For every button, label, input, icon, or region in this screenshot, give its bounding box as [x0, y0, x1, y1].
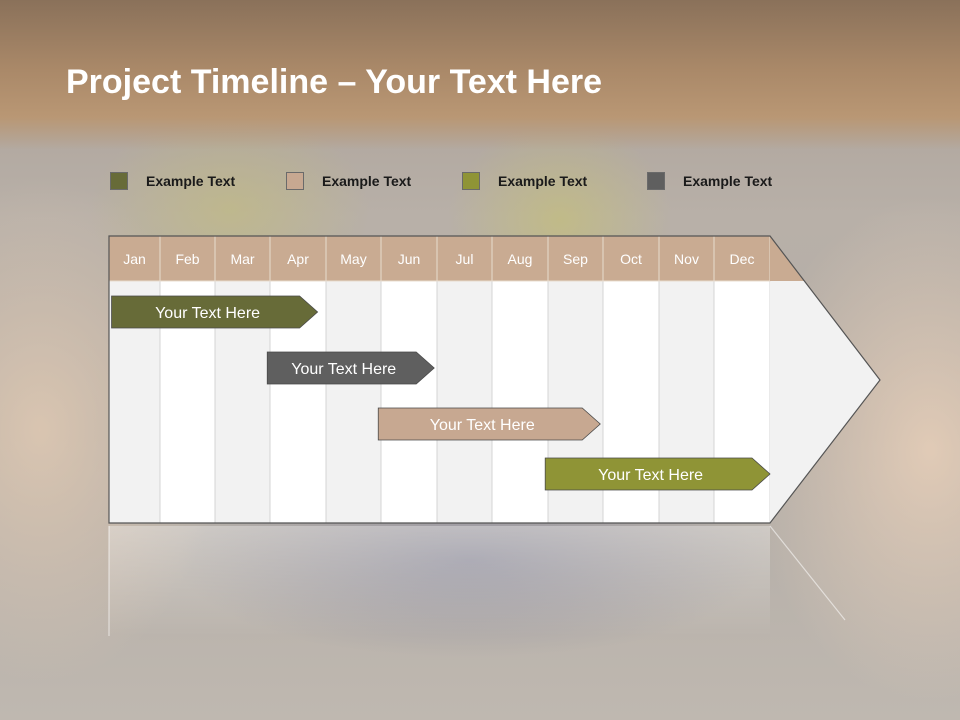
month-header-cell	[602, 235, 660, 282]
title-rest: – Your Text Here	[328, 63, 603, 101]
month-label: Mar	[230, 251, 254, 267]
month-header-cell	[713, 235, 771, 282]
month-label: Jan	[123, 251, 146, 267]
legend-item-1: Example Text	[110, 170, 235, 192]
task-bar: Your Text Here	[544, 457, 771, 491]
month-label: Nov	[674, 251, 699, 267]
month-label: Oct	[620, 251, 642, 267]
task-arrow	[266, 351, 435, 385]
month-label: Dec	[730, 251, 755, 267]
month-column	[380, 280, 438, 524]
title-bold: Project Timeline	[66, 63, 329, 101]
reflection-fill	[109, 526, 770, 636]
legend-swatch	[647, 172, 665, 190]
legend-label: Example Text	[146, 173, 236, 189]
month-label: Aug	[508, 251, 533, 267]
month-label: May	[340, 251, 366, 267]
legend-item-2: Example Text	[286, 170, 411, 192]
task-label: Your Text Here	[155, 305, 260, 322]
month-label: Feb	[175, 251, 199, 267]
task-label: Your Text Here	[598, 467, 703, 484]
task-bar: Your Text Here	[377, 407, 601, 441]
month-column	[325, 280, 382, 524]
legend-swatch	[462, 172, 480, 190]
month-header-cell	[547, 235, 604, 282]
task-bar: Your Text Here	[266, 351, 435, 385]
legend-swatch	[110, 172, 128, 190]
task-label: Your Text Here	[430, 417, 535, 434]
month-label: Sep	[563, 251, 588, 267]
page-title: Project Timeline – Your Text Here	[66, 60, 602, 104]
month-header-cell	[436, 235, 493, 282]
month-header-cell	[269, 235, 327, 282]
timeline-reflection	[108, 525, 846, 636]
title-band	[0, 0, 960, 150]
arrow-border	[108, 235, 881, 524]
month-header-cell	[325, 235, 382, 282]
task-arrow	[544, 457, 771, 491]
task-bar: Your Text Here	[111, 295, 319, 329]
legend-label: Example Text	[498, 173, 588, 189]
task-arrow	[377, 407, 601, 441]
month-header: Jan Feb Mar Apr May Jun Jul Aug Sep Oct Nov Dec	[108, 235, 805, 282]
legend-item-3: Example Text	[462, 170, 587, 192]
legend-swatch	[286, 172, 304, 190]
month-label: Jul	[456, 251, 474, 267]
arrow-tip-fill	[770, 236, 880, 523]
task-arrow	[111, 295, 319, 329]
reflection-edge	[108, 525, 846, 636]
legend-item-4: Example Text	[647, 170, 772, 192]
month-column	[491, 280, 549, 524]
month-label: Jun	[398, 251, 421, 267]
legend-label: Example Text	[683, 173, 773, 189]
timeline-arrow-outline	[108, 235, 881, 524]
month-column	[436, 280, 493, 524]
month-label: Apr	[287, 251, 309, 267]
task-label: Your Text Here	[291, 361, 396, 378]
legend-label: Example Text	[322, 173, 412, 189]
